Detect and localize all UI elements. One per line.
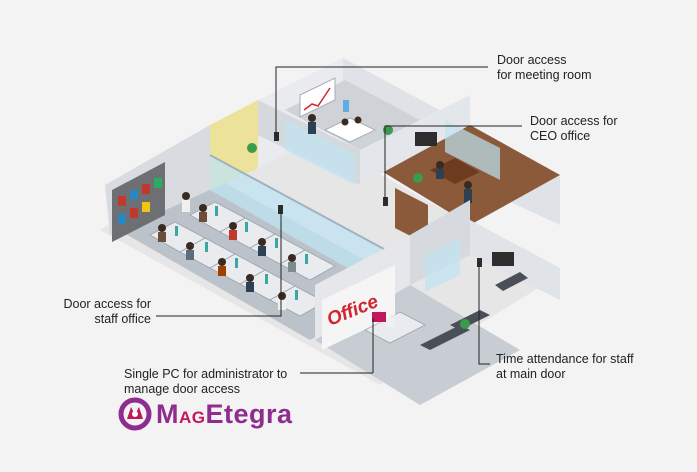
admin-pc-monitor [372,312,386,322]
callout-time-attendance-line2: at main door [496,367,566,381]
ceo-tv [415,132,437,146]
lobby-tv [492,252,514,266]
glass-meeting-room [285,120,355,185]
callout-meeting-room: Door access for meeting room [497,53,591,83]
callout-staff-office-line2: staff office [94,312,151,326]
staff-people [158,192,296,310]
waiting-sofas [420,272,528,350]
callout-meeting-room-line2: for meeting room [497,68,592,82]
callout-admin-pc-line2: manage door access [124,382,241,396]
glass-reception [425,238,460,292]
callout-admin-pc: Single PC for administrator to manage do… [124,367,287,397]
bookshelves [112,162,165,242]
logo-wordmark: MAGEtegra [156,399,293,429]
callout-meeting-room-line1: Door access [497,53,567,67]
reception-wall-main [470,220,560,300]
callout-ceo-office-line1: Door access for [530,114,618,128]
plants [247,125,470,329]
callout-admin-pc-line1: Single PC for administrator to [124,367,288,381]
callout-time-attendance: Time attendance for staff at main door [496,352,634,382]
callout-ceo-office-line2: CEO office [530,129,591,143]
office-sign-wall [322,265,395,350]
callout-lines [156,66,522,374]
callout-staff-office: Door access for staff office [45,297,151,327]
water-dispenser [343,100,349,112]
glass-partition-staff [210,155,395,295]
callout-time-attendance-line1: Time attendance for staff [496,352,634,366]
whiteboard [299,77,336,118]
callout-ceo-office: Door access for CEO office [530,114,618,144]
desk-dividers [175,206,308,300]
ceo-glass [445,120,500,180]
callout-staff-office-line1: Door access for [63,297,151,311]
logo-mark-icon [118,397,152,431]
